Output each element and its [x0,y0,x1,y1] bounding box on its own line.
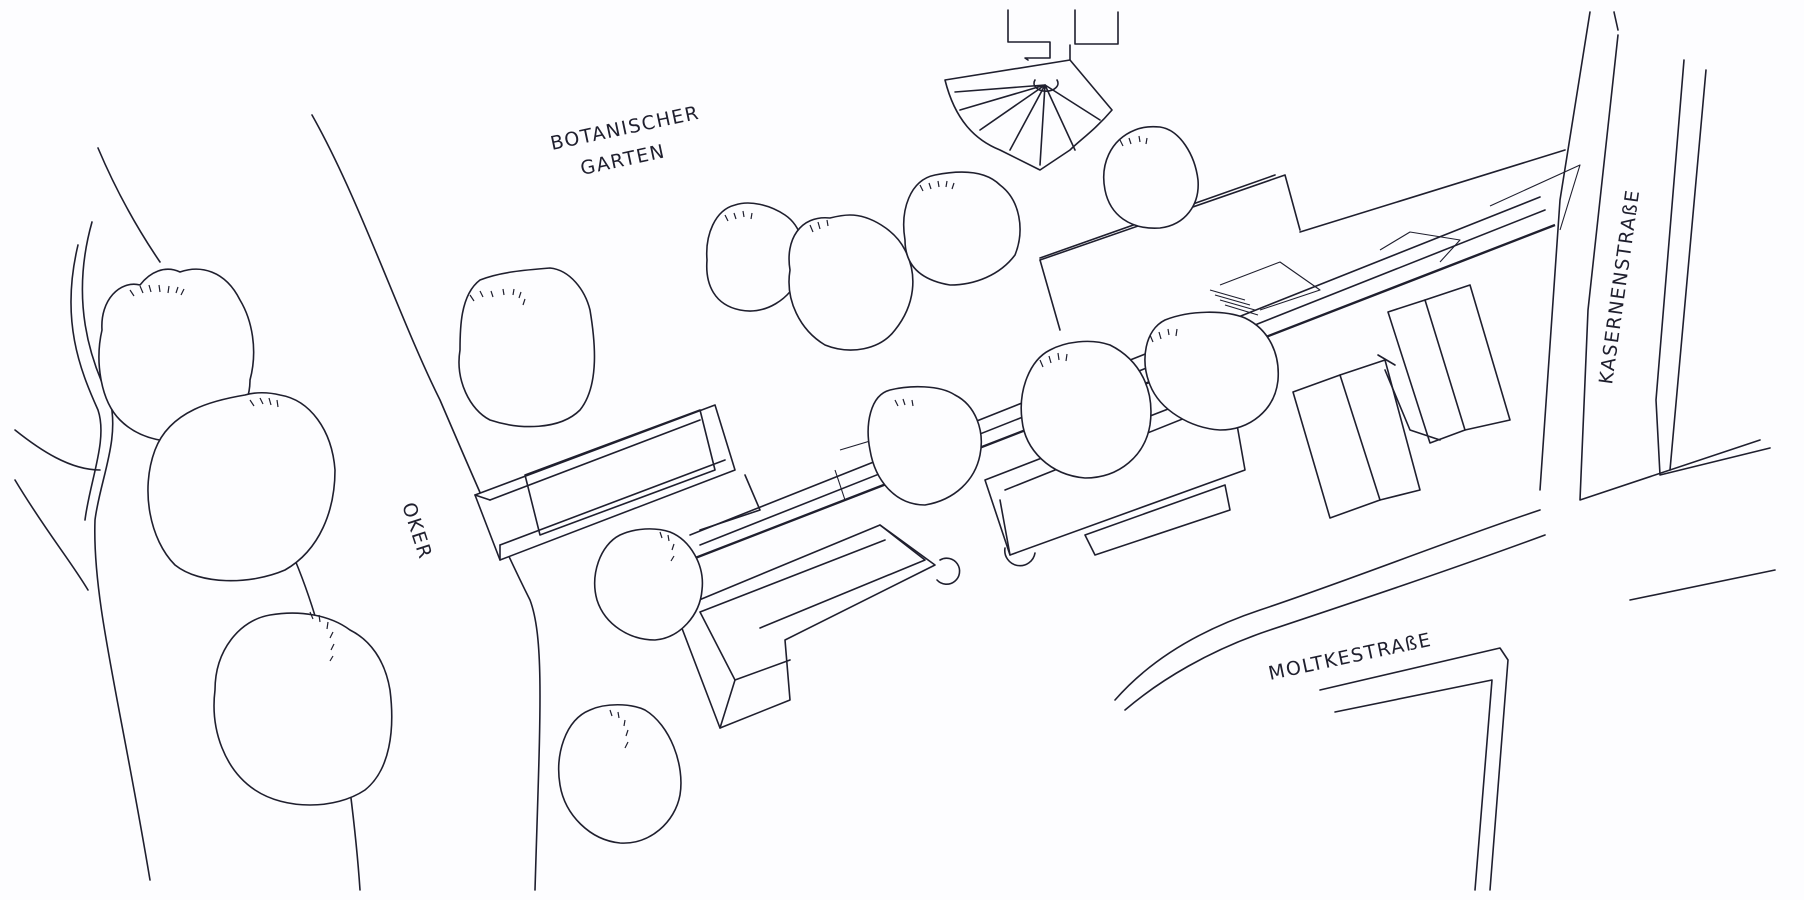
tree-canopy-icon [903,171,1021,286]
tree-canopy-icon [1144,311,1280,431]
tree-canopy-icon [1103,125,1199,229]
label-kasernenstrasse: KASERNENSTRAßE [1595,188,1644,386]
road-kasernenstrasse [1539,11,1771,501]
tree-canopy-icon [213,611,393,806]
fan-roof-pavilion [944,9,1119,171]
label-oker: OKER [397,500,436,563]
tree-canopy-icon [593,528,704,641]
building-central-block [674,524,961,729]
tree-canopy-icon [147,391,336,582]
building-west-wing [474,404,761,561]
site-boundary [1039,149,1566,331]
tree-canopy-icon [1020,340,1152,479]
tree-canopy-icon [705,202,805,312]
tree-canopy-icon [788,214,914,351]
tree-canopy-icon [867,385,982,506]
solar-panels-group [1292,284,1511,519]
label-moltkestrasse: MOLTKESTRAßE [1266,629,1433,685]
tree-canopy-icon [458,267,596,428]
road-moltkestrasse [1114,509,1776,891]
river-left-channel [14,147,161,881]
label-botanischer: BOTANISCHER [548,102,701,155]
tree-canopy-icon [558,703,682,844]
